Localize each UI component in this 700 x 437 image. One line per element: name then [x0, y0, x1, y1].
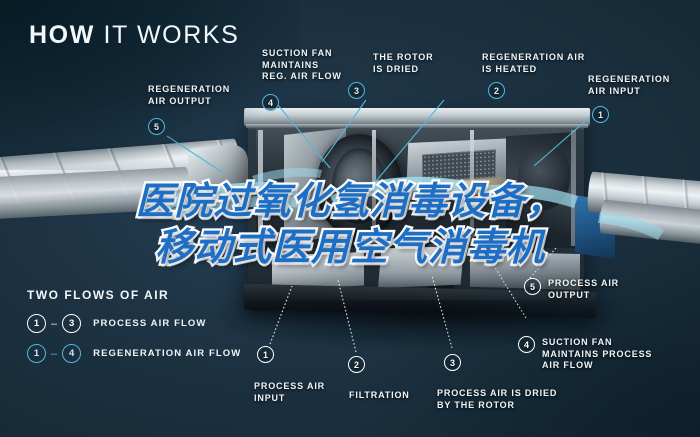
callout-number-suction-fan-reg[interactable]: 4: [262, 94, 279, 111]
legend-row-regeneration-air-flow: 1 – 4 REGENERATION AIR FLOW: [27, 344, 241, 363]
legend-circle-from-1-reg: 1: [27, 344, 46, 363]
callout-number-process-air-dried[interactable]: 3: [444, 354, 461, 371]
page-title-light: IT WORKS: [103, 21, 240, 49]
legend-circle-from-1: 1: [27, 314, 46, 333]
cabinet-top-seam: [246, 124, 588, 128]
legend: TWO FLOWS OF AIR 1 – 3 PROCESS AIR FLOW …: [27, 288, 241, 374]
legend-row-process-air-flow: 1 – 3 PROCESS AIR FLOW: [27, 314, 241, 333]
callout-number-process-air-input[interactable]: 1: [257, 346, 274, 363]
cabinet-mullion-1: [372, 130, 376, 246]
suction-fan: [518, 144, 570, 210]
left-spiral-duct-lower: [0, 166, 191, 220]
callout-label-process-air-dried: PROCESS AIR IS DRIED BY THE ROTOR: [437, 388, 558, 410]
callout-label-suction-fan-reg: SUCTION FAN MAINTAINS REG. AIR FLOW: [262, 48, 342, 82]
cabinet-mullion-2: [470, 130, 474, 246]
callout-label-process-air-output: PROCESS AIR OUTPUT: [548, 278, 620, 300]
machine-interior: [256, 128, 576, 248]
legend-label-regeneration-air-flow: REGENERATION AIR FLOW: [93, 348, 242, 359]
callout-label-process-air-input: PROCESS AIR INPUT: [254, 381, 326, 403]
callout-number-regeneration-air-output[interactable]: 5: [148, 118, 165, 135]
callout-number-suction-fan-process[interactable]: 4: [518, 336, 535, 353]
legend-label-process-air-flow: PROCESS AIR FLOW: [93, 318, 207, 329]
callout-label-rotor-is-dried: THE ROTOR IS DRIED: [373, 52, 434, 74]
legend-circle-to-4: 4: [62, 344, 82, 363]
page-title-bold: HOW: [29, 21, 95, 49]
callout-label-filtration: FILTRATION: [349, 390, 410, 400]
callout-number-rotor-is-dried[interactable]: 3: [348, 82, 365, 99]
callout-number-regeneration-air-input[interactable]: 1: [592, 106, 609, 123]
callout-label-regeneration-air-output: REGENERATION AIR OUTPUT: [148, 84, 231, 106]
callout-number-process-air-output[interactable]: 5: [524, 278, 541, 295]
callout-number-regeneration-air-heated[interactable]: 2: [488, 82, 505, 99]
callout-number-filtration[interactable]: 2: [348, 356, 365, 373]
legend-dash-1: –: [51, 317, 58, 330]
page-title: HOW IT WORKS: [29, 23, 239, 48]
legend-circle-to-3: 3: [62, 314, 82, 333]
left-duct-elbow: [188, 142, 248, 206]
interior-shelf-2: [378, 246, 464, 288]
callout-label-regeneration-air-input: REGENERATION AIR INPUT: [588, 74, 671, 96]
callout-label-regeneration-air-heated: REGENERATION AIR IS HEATED: [482, 52, 586, 74]
legend-title: TWO FLOWS OF AIR: [27, 288, 170, 302]
legend-dash-2: –: [51, 347, 58, 360]
heater-grille: [422, 149, 496, 183]
desiccant-rotor: [316, 134, 402, 238]
callout-label-suction-fan-process: SUCTION FAN MAINTAINS PROCESS AIR FLOW: [542, 337, 653, 371]
